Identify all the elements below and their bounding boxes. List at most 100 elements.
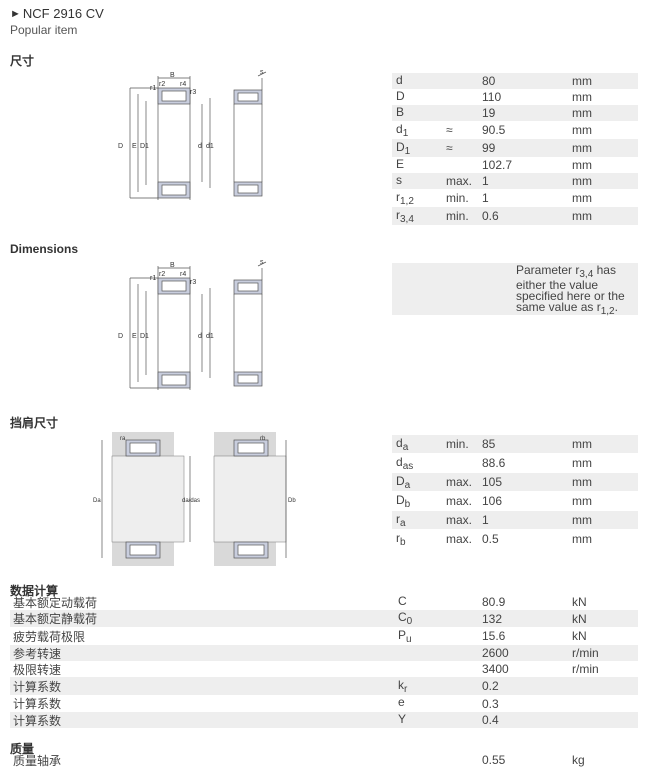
label-ra: ra bbox=[120, 436, 126, 442]
label-D1: D1 bbox=[140, 143, 149, 150]
label-d1: d1 bbox=[206, 143, 214, 150]
calc-symbol: C bbox=[398, 593, 407, 608]
note-text-2: has either the value specified here or t… bbox=[516, 263, 625, 314]
calc-label: 基本额定动载荷 bbox=[13, 595, 98, 610]
param-unit: mm bbox=[572, 513, 592, 527]
note-text-1: Parameter r bbox=[516, 263, 580, 277]
note-sub-1: 3,4 bbox=[579, 269, 594, 280]
param-unit: mm bbox=[572, 123, 592, 137]
param-qualifier: min. bbox=[446, 191, 469, 205]
calc-symbol: kr bbox=[398, 677, 408, 695]
calc-unit: r/min bbox=[572, 646, 599, 660]
param-value: 102.7 bbox=[482, 158, 513, 172]
param-qualifier: max. bbox=[446, 174, 473, 188]
param-qualifier: ≈ bbox=[446, 141, 453, 155]
param-value: 80 bbox=[482, 74, 496, 88]
calc-value: 80.9 bbox=[482, 595, 506, 609]
param-symbol: s bbox=[396, 172, 402, 187]
param-symbol: Da bbox=[396, 473, 411, 491]
param-symbol: ra bbox=[396, 511, 406, 529]
label-r4: r4 bbox=[180, 81, 186, 88]
calc-symbol: Pu bbox=[398, 627, 412, 645]
label-B-2: B bbox=[170, 262, 175, 269]
param-unit: mm bbox=[572, 141, 592, 155]
param-symbol: das bbox=[396, 454, 414, 472]
label-r1-2: r1 bbox=[150, 275, 156, 282]
calc-label: 计算系数 bbox=[13, 679, 62, 694]
param-value: 110 bbox=[482, 90, 502, 104]
param-symbol: da bbox=[396, 435, 409, 453]
param-value: 88.6 bbox=[482, 456, 506, 470]
calc-value: 15.6 bbox=[482, 629, 506, 643]
param-value: 1 bbox=[482, 513, 489, 527]
calc-unit: kN bbox=[572, 595, 587, 609]
section-size-title: 尺寸 bbox=[10, 54, 35, 68]
calc-label: 疲劳载荷极限 bbox=[13, 629, 86, 644]
calc-unit: r/min bbox=[572, 662, 599, 676]
calc-label: 参考转速 bbox=[13, 646, 62, 661]
table-row: ra max. 1 mm bbox=[392, 511, 638, 529]
calc-value: 3400 bbox=[482, 662, 509, 676]
label-D-2: D bbox=[118, 333, 123, 340]
param-qualifier: max. bbox=[446, 513, 473, 527]
label-r4-2: r4 bbox=[180, 271, 186, 278]
param-value: 99 bbox=[482, 141, 496, 155]
param-symbol: E bbox=[396, 156, 405, 171]
param-unit: mm bbox=[572, 74, 592, 88]
label-s-2: s bbox=[260, 259, 264, 266]
label-d-2: d bbox=[198, 333, 202, 340]
label-r3: r3 bbox=[190, 89, 196, 96]
label-rb: rb bbox=[260, 436, 266, 442]
calc-label: 基本额定静载荷 bbox=[13, 612, 98, 626]
param-unit: mm bbox=[572, 209, 592, 223]
bearing-section-drawing: B s r1 r2 r4 r3 D E D1 d d1 bbox=[118, 69, 267, 200]
param-unit: mm bbox=[572, 475, 592, 489]
param-qualifier: max. bbox=[446, 475, 473, 489]
calc-value: 0.3 bbox=[482, 696, 499, 711]
calc-value: 0.4 bbox=[482, 713, 499, 727]
label-r3-2: r3 bbox=[190, 279, 196, 286]
param-qualifier: min. bbox=[446, 209, 469, 223]
calc-value: 2600 bbox=[482, 646, 509, 660]
param-qualifier: max. bbox=[446, 494, 473, 508]
param-qualifier: max. bbox=[446, 532, 473, 546]
product-name: NCF 2916 CV bbox=[22, 6, 104, 21]
abutment-drawing: ra rb Da da/das Db bbox=[93, 432, 296, 566]
label-E-2: E bbox=[132, 333, 137, 340]
product-header: ► NCF 2916 CV Popular item bbox=[10, 6, 104, 37]
label-D1-2: D1 bbox=[140, 333, 149, 340]
param-symbol: d1 bbox=[396, 121, 409, 139]
table-row: 计算系数 kr 0.2 bbox=[10, 677, 638, 695]
triangle-right-icon: ► bbox=[10, 7, 21, 20]
label-r2: r2 bbox=[159, 81, 165, 88]
param-value: 85 bbox=[482, 437, 496, 451]
label-E: E bbox=[132, 143, 137, 150]
label-d1-2: d1 bbox=[206, 333, 214, 340]
note-sub-2: 1,2 bbox=[600, 306, 615, 317]
calc-value: 132 bbox=[482, 611, 503, 626]
calc-value: 0.2 bbox=[482, 679, 499, 693]
param-unit: mm bbox=[572, 437, 592, 451]
param-unit: mm bbox=[572, 494, 592, 508]
table-row: 基本额定动载荷 C 80.9 kN bbox=[10, 594, 638, 610]
calc-symbol: C0 bbox=[398, 610, 413, 627]
label-s: s bbox=[260, 69, 264, 76]
param-symbol: rb bbox=[396, 530, 406, 548]
label-Da: Da bbox=[93, 498, 101, 504]
